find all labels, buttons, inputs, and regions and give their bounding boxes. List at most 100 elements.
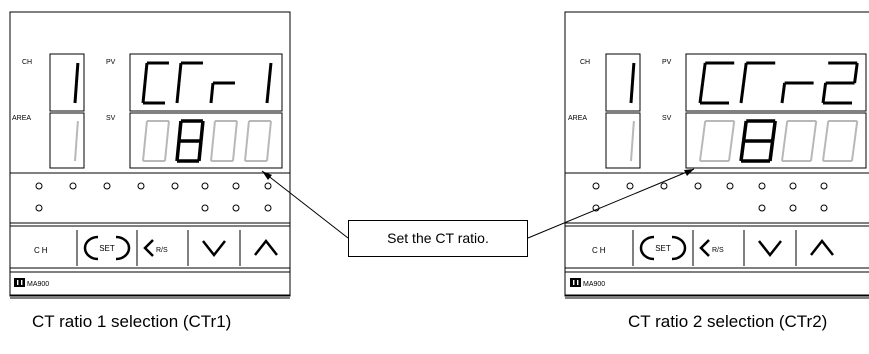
- digit-segment: [175, 140, 181, 162]
- panel-frame: [564, 11, 869, 297]
- digit-segment: [175, 82, 181, 104]
- indicator-led: [232, 182, 240, 190]
- indicator-led: [626, 182, 634, 190]
- sv-display: [685, 112, 867, 169]
- digit-segment: [629, 82, 634, 104]
- model-label: MA900: [583, 281, 605, 288]
- down-key[interactable]: [758, 240, 782, 258]
- area-label: AREA: [568, 115, 587, 122]
- ch-label: CH: [580, 59, 590, 66]
- digit-segment: [701, 120, 707, 142]
- digit-segment: [199, 120, 205, 142]
- set-key-label: SET: [655, 244, 671, 253]
- logo-block: [14, 278, 25, 287]
- ch-key-label: CH: [34, 246, 50, 255]
- digit-segment: [698, 82, 705, 104]
- indicator-led: [592, 182, 600, 190]
- digit-segment: [141, 82, 147, 104]
- digit-segment: [810, 140, 815, 162]
- digit-segment: [211, 120, 216, 142]
- digit-segment: [232, 140, 236, 162]
- logo-cut: [573, 280, 575, 285]
- digit-segment: [728, 140, 733, 162]
- set-key-bracket-left: [83, 235, 99, 261]
- digit-segment: [74, 62, 80, 84]
- indicator-led: [264, 182, 272, 190]
- ch-display: [605, 53, 641, 112]
- digit-segment: [233, 120, 238, 142]
- indicator-led: [264, 204, 272, 212]
- digit-segment: [780, 82, 787, 104]
- down-key[interactable]: [202, 240, 226, 258]
- digit-segment: [177, 120, 183, 142]
- digit-segment: [741, 120, 748, 142]
- indicator-led: [69, 182, 77, 190]
- digit-segment: [768, 140, 775, 162]
- indicator-led: [201, 204, 209, 212]
- digit-segment: [265, 82, 271, 104]
- digit-segment: [177, 62, 183, 84]
- ch-display: [49, 53, 85, 112]
- digit-segment: [630, 62, 636, 84]
- indicator-led: [758, 204, 766, 212]
- pointer-line-right: [527, 168, 695, 239]
- set-key-label: SET: [99, 244, 115, 253]
- shift-rs-key[interactable]: R/S: [143, 239, 168, 257]
- digit-segment: [783, 120, 789, 142]
- digit-segment: [824, 120, 830, 142]
- digit-segment: [770, 120, 777, 142]
- digit-segment: [742, 62, 748, 84]
- ch-key[interactable]: CH: [34, 246, 50, 255]
- digit-segment: [781, 140, 786, 162]
- logo-block: [570, 278, 581, 287]
- indicator-led: [137, 182, 145, 190]
- shift-left-icon: [699, 239, 710, 257]
- shift-left-icon: [143, 239, 154, 257]
- digit-segment: [209, 82, 215, 104]
- callout-box: Set the CT ratio.: [348, 220, 528, 257]
- indicator-leds: [592, 182, 828, 212]
- indicator-led: [820, 182, 828, 190]
- sv-display: [129, 112, 283, 169]
- digit-segment: [267, 120, 272, 142]
- area-label: AREA: [12, 115, 31, 122]
- digit-segment: [266, 140, 270, 162]
- up-key[interactable]: [810, 238, 834, 256]
- sv-digits: [142, 119, 272, 163]
- up-key[interactable]: [254, 238, 278, 256]
- set-key[interactable]: SET: [639, 235, 687, 261]
- digit-segment: [245, 120, 250, 142]
- digit-segment: [164, 140, 168, 162]
- brand-logo: [570, 278, 581, 287]
- indicator-led: [726, 182, 734, 190]
- indicator-led: [660, 182, 668, 190]
- digit-segment: [244, 140, 248, 162]
- digit-segment: [630, 140, 634, 162]
- set-key-bracket-right: [671, 235, 687, 261]
- indicator-led: [103, 182, 111, 190]
- digit-segment: [739, 140, 746, 162]
- area-digit: [74, 120, 79, 162]
- pv-label: PV: [662, 59, 672, 66]
- set-key[interactable]: SET: [83, 235, 131, 261]
- digit-segment: [267, 62, 273, 84]
- digit-segment: [210, 140, 214, 162]
- pv-label: PV: [106, 59, 116, 66]
- logo-cut: [21, 280, 23, 285]
- digit-segment: [631, 120, 635, 142]
- sv-label: SV: [662, 115, 672, 122]
- sv-digits: [699, 119, 859, 163]
- shift-rs-key[interactable]: R/S: [699, 239, 724, 257]
- digit-segment: [699, 140, 704, 162]
- indicator-led: [201, 182, 209, 190]
- indicator-led: [820, 204, 828, 212]
- digit-segment: [822, 140, 827, 162]
- area-display: [49, 112, 85, 169]
- ch-label: CH: [22, 59, 32, 66]
- caption-ctr1: CT ratio 1 selection (CTr1): [32, 312, 232, 331]
- digit-segment: [851, 140, 856, 162]
- ch-key[interactable]: CH: [592, 246, 608, 255]
- indicator-leds: [35, 182, 272, 212]
- area-digit: [630, 120, 635, 162]
